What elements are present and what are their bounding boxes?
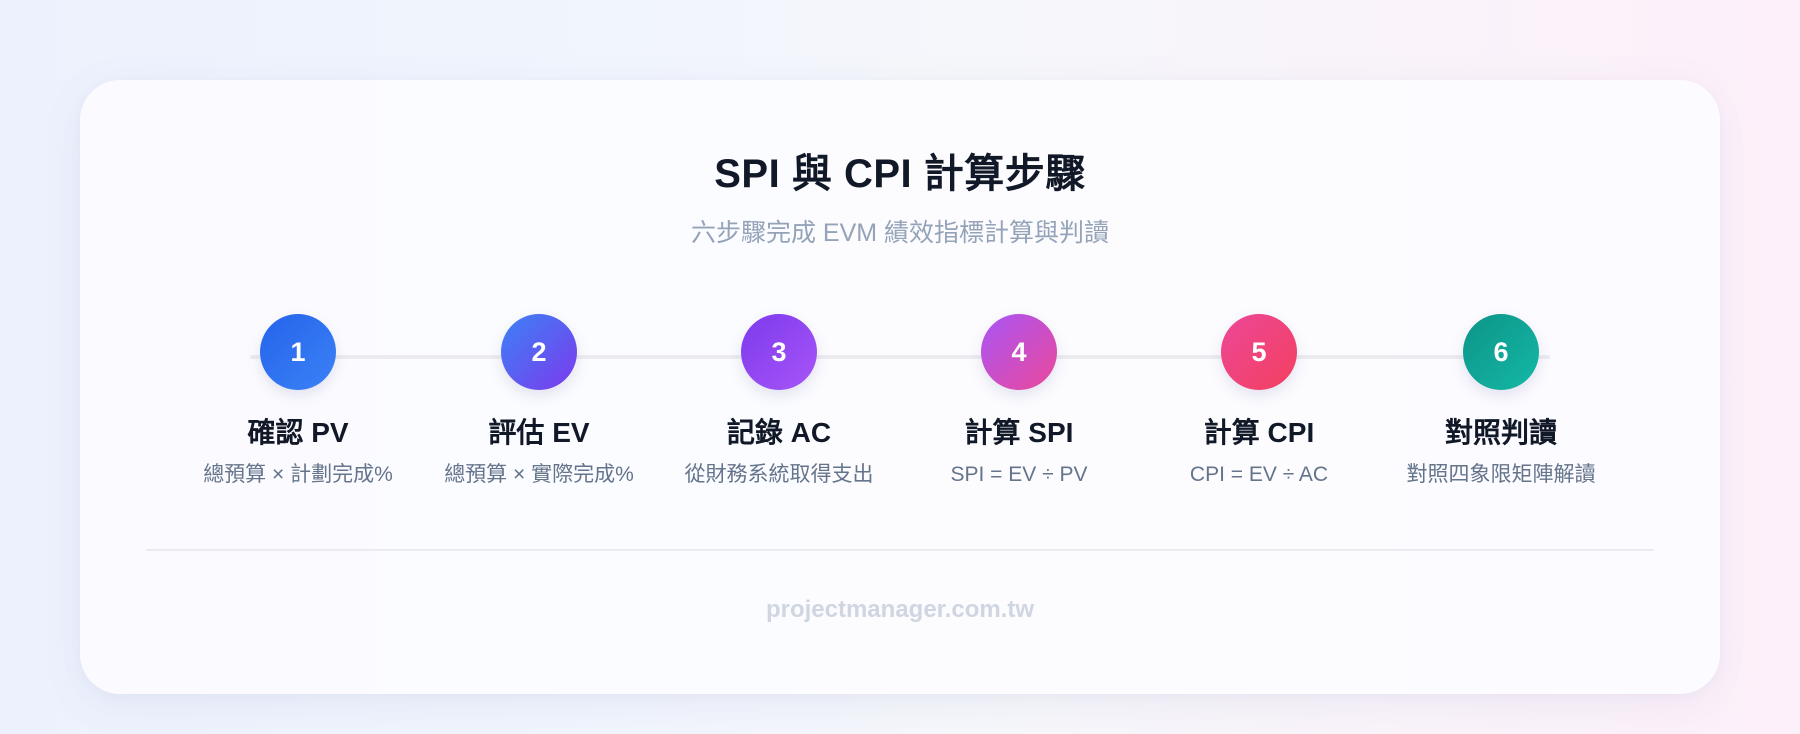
step-number-badge: 2 — [501, 314, 577, 390]
page-title: SPI 與 CPI 計算步驟 — [714, 152, 1086, 196]
step-3: 3 記錄 AC 從財務系統取得支出 — [659, 314, 899, 489]
step-number-badge: 1 — [260, 314, 336, 390]
step-number-badge: 6 — [1463, 314, 1539, 390]
step-number-badge: 4 — [981, 314, 1057, 390]
step-description: 總預算 × 實際完成% — [444, 463, 634, 486]
page-subtitle: 六步驟完成 EVM 績效指標計算與判讀 — [690, 219, 1110, 247]
content-card — [80, 80, 1720, 694]
step-description: 從財務系統取得支出 — [684, 463, 874, 486]
step-title: 評估 EV — [488, 417, 590, 448]
footer-site-credit: projectmanager.com.tw — [765, 596, 1035, 623]
step-description: 對照四象限矩陣解讀 — [1406, 463, 1596, 486]
step-1: 1 確認 PV 總預算 × 計劃完成% — [178, 314, 418, 489]
step-title: 記錄 AC — [726, 417, 832, 448]
step-title: 計算 CPI — [1203, 417, 1315, 448]
step-description: CPI = EV ÷ AC — [1189, 463, 1329, 486]
step-2: 2 評估 EV 總預算 × 實際完成% — [419, 314, 659, 489]
step-number-badge: 3 — [741, 314, 817, 390]
step-6: 6 對照判讀 對照四象限矩陣解讀 — [1381, 314, 1621, 489]
step-description: SPI = EV ÷ PV — [950, 463, 1088, 486]
step-4: 4 計算 SPI SPI = EV ÷ PV — [899, 314, 1139, 489]
timeline-connector-line — [250, 355, 1550, 359]
step-title: 計算 SPI — [964, 417, 1074, 448]
step-5: 5 計算 CPI CPI = EV ÷ AC — [1139, 314, 1379, 489]
step-description: 總預算 × 計劃完成% — [203, 463, 393, 486]
footer-divider — [146, 549, 1654, 551]
step-title: 確認 PV — [247, 417, 349, 448]
step-number-badge: 5 — [1221, 314, 1297, 390]
step-title: 對照判讀 — [1444, 417, 1557, 448]
